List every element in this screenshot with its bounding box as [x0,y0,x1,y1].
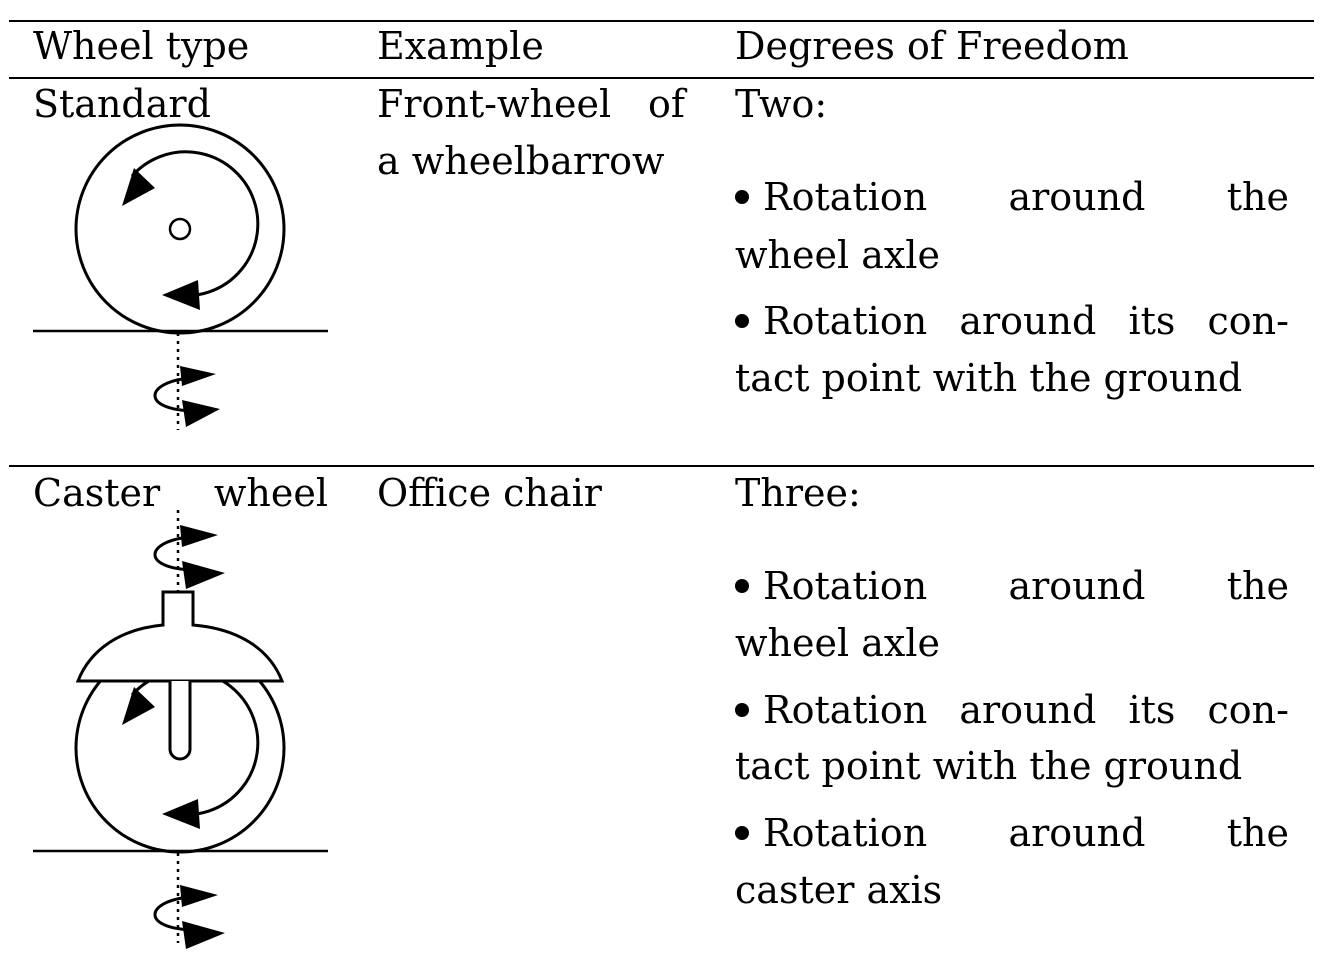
row1-bullet2-line1: Rotation around its con- [735,293,1289,349]
row2-wheel-type-word: Caster [33,471,161,515]
bullet-word-text: Rotation [763,811,928,855]
bullet-word-text: Rotation [763,175,928,219]
bullet-word: around [1008,175,1146,219]
row2-bullet1-line2: wheel axle [735,621,940,665]
bullet-word-text: Rotation [763,688,928,732]
bullet-word: the [1226,175,1289,219]
row2-bullet2-line1: Rotation around its con- [735,682,1289,738]
row2-bullet3-line2: caster axis [735,868,943,912]
bullet-word: around [959,299,1097,343]
row2-bullet1-line1: Rotation around the [735,558,1289,614]
bullet-word: around [959,688,1097,732]
row2-bullet3-line1: Rotation around the [735,805,1289,861]
bullet-word-text: Rotation [763,564,928,608]
bullet-word-text: Rotation [763,299,928,343]
bullet-word: Rotation [735,682,927,738]
row1-wheel-type: Standard [33,82,211,126]
bullet-word: con- [1207,688,1289,732]
row1-example-line1: Front-wheel of [377,76,685,132]
row-separator-rule [9,465,1314,467]
bullet-word: around [1008,564,1146,608]
row2-example: Office chair [377,471,602,515]
row1-example-word: Front-wheel [377,82,612,126]
bullet-word: around [1008,811,1146,855]
bullet-word: con- [1207,299,1289,343]
header-example: Example [377,24,544,68]
bullet-word: Rotation [735,558,927,614]
bullet-word: the [1226,564,1289,608]
standard-wheel-icon [33,123,328,430]
bullet-icon [735,702,749,717]
row1-example-line2: a wheelbarrow [377,139,665,183]
bullet-word: its [1128,299,1176,343]
bullet-word: Rotation [735,293,927,349]
caster-wheel-icon [33,510,328,949]
row1-dof-label: Two: [735,82,828,126]
row2-dof-label: Three: [735,471,861,515]
header-bottom-rule [9,77,1314,79]
row2-wheel-type: Caster wheel [33,465,328,521]
bullet-word: Rotation [735,169,927,225]
bullet-word: its [1128,688,1176,732]
row1-example-word: of [648,82,685,126]
bullet-icon [735,578,749,593]
bullet-icon [735,189,749,204]
bullet-word: Rotation [735,805,927,861]
row1-bullet2-line2: tact point with the ground [735,356,1243,400]
bullet-word: the [1226,811,1289,855]
row2-wheel-type-word: wheel [213,471,328,515]
row1-bullet1-line2: wheel axle [735,233,940,277]
table-top-rule [9,20,1314,22]
row2-bullet2-line2: tact point with the ground [735,744,1243,788]
header-degrees-of-freedom: Degrees of Freedom [735,24,1129,68]
row1-bullet1-line1: Rotation around the [735,169,1289,225]
header-wheel-type: Wheel type [33,24,250,68]
bullet-icon [735,313,749,328]
bullet-icon [735,825,749,840]
